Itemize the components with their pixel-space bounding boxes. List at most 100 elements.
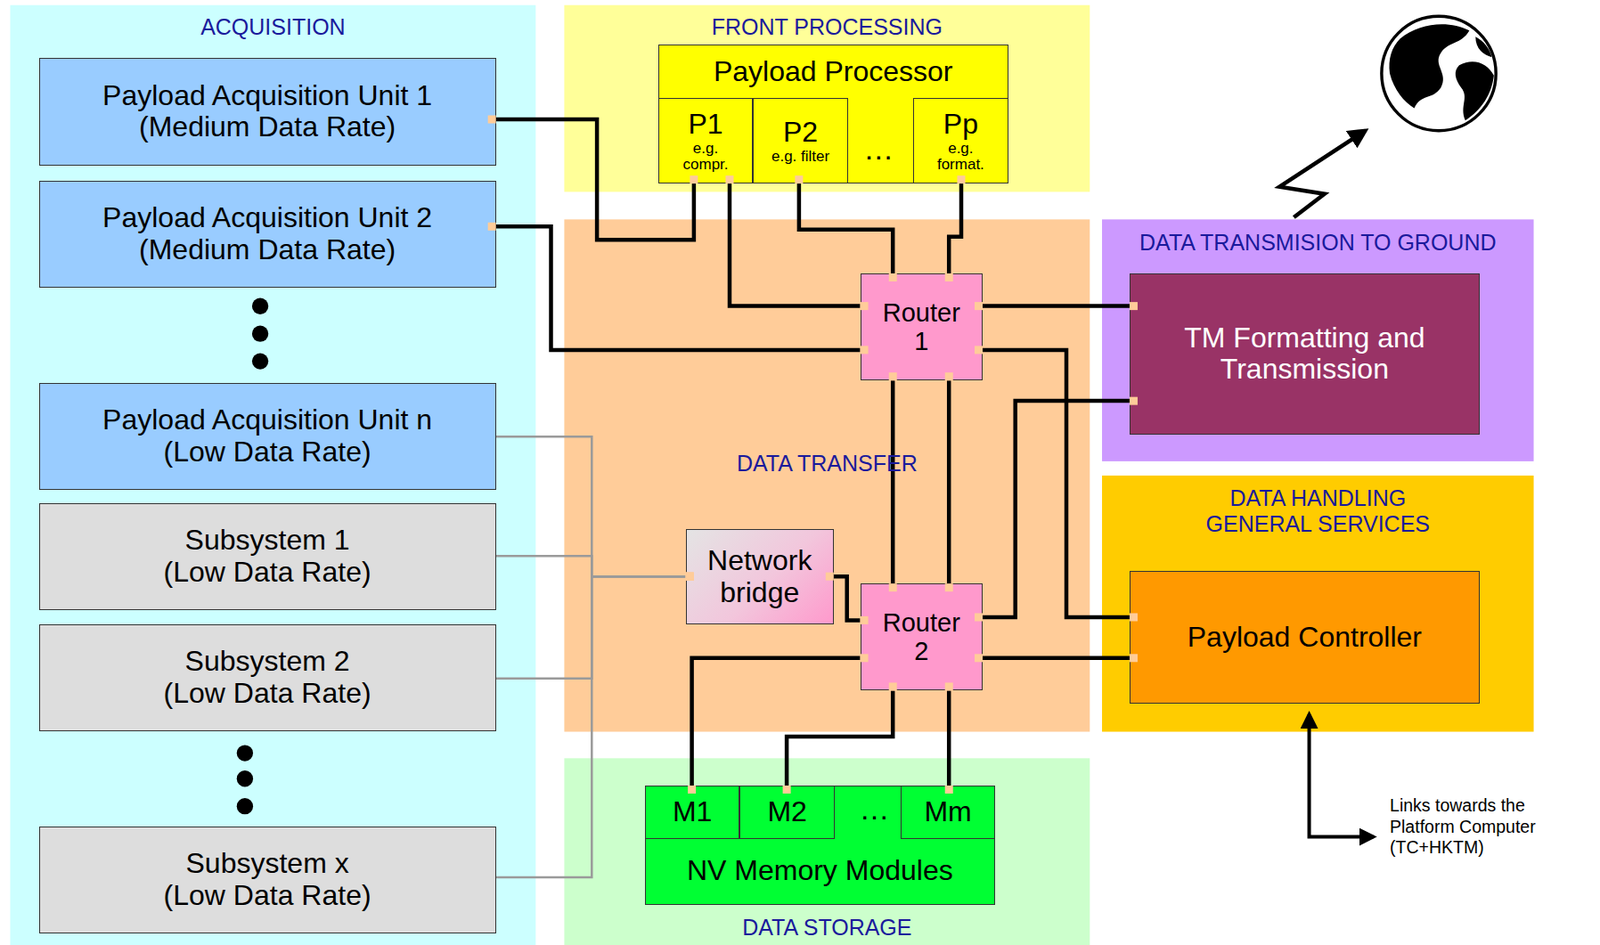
region-band: DATA STORAGE NV Memory Modules M1 M2 Mm — [563, 758, 1090, 945]
port-square — [956, 175, 965, 184]
router-box: Router 2 — [860, 583, 983, 691]
node-label: Router 1 — [874, 298, 969, 357]
title-area: Payload Processor — [659, 45, 1008, 99]
band-ground — [563, 758, 1090, 945]
tm-box: TM Formatting and Transmission — [1129, 273, 1480, 435]
node-sublabel: (Medium Data Rate) — [138, 111, 396, 144]
node-sublabel: (Low Data Rate) — [163, 677, 372, 711]
port-square — [1129, 653, 1138, 662]
port-square — [945, 785, 954, 794]
node-sublabel: (Low Data Rate) — [163, 556, 372, 589]
node-sublabel: (Low Data Rate) — [163, 880, 372, 913]
subsystem-box: Subsystem x(Low Data Rate) — [39, 826, 497, 934]
node-label: Payload Acquisition Unit 1 — [102, 80, 433, 113]
connector — [982, 350, 1130, 618]
band-ground — [563, 219, 1090, 732]
processor-cell: Ppe.g. format. — [913, 97, 1009, 184]
port-square — [860, 302, 869, 311]
band-title: DATA TRANSFER — [563, 450, 1090, 477]
connector — [948, 183, 962, 274]
port-square — [687, 785, 696, 794]
subsystem-box: Subsystem 2(Low Data Rate) — [39, 624, 497, 732]
band-title: FRONT PROCESSING — [563, 14, 1090, 41]
port-square — [685, 572, 694, 581]
band-title: DATA HANDLING GENERAL SERVICES — [1183, 485, 1452, 538]
processor-box: Payload ProcessorP1e.g. compr.P2e.g. fil… — [658, 44, 1009, 184]
memory-cell: M1 — [644, 785, 741, 840]
port-square — [974, 302, 983, 311]
port-square — [974, 612, 983, 621]
port-square — [689, 175, 698, 184]
connector — [496, 226, 861, 351]
region-band: DATA HANDLING GENERAL SERVICES Payload Co… — [1102, 475, 1535, 732]
region-band: DATA TRANSMISION TO GROUND TM Formatting … — [1102, 219, 1535, 461]
port-square — [1129, 612, 1138, 621]
connector — [982, 400, 1130, 618]
node-label: TM Formatting and Transmission — [1134, 322, 1476, 387]
port-square — [860, 653, 869, 662]
port-square — [725, 175, 734, 184]
node-label: Network bridge — [690, 545, 830, 610]
acquisition-unit: Payload Acquisition Unit 2(Medium Data R… — [39, 180, 497, 288]
port-square — [783, 785, 792, 794]
downlink-arrow — [1279, 130, 1365, 218]
ellipsis-text: … — [848, 791, 900, 828]
port-square — [825, 572, 834, 581]
connector — [833, 576, 861, 621]
node-label: P1 — [687, 108, 723, 141]
band-ground — [1102, 219, 1535, 462]
node-label: P2 — [783, 116, 818, 149]
port-square — [889, 273, 898, 282]
platform-link-arrow — [1309, 714, 1374, 837]
band-ground — [1102, 475, 1535, 733]
connector — [982, 656, 1130, 662]
band-title: ACQUISITION — [9, 14, 536, 41]
port-square — [1129, 302, 1138, 311]
port-square — [974, 345, 983, 354]
connector — [496, 555, 686, 577]
node-label: Subsystem x — [186, 848, 350, 881]
node-label: Payload Acquisition Unit n — [102, 404, 433, 437]
port-square — [488, 222, 497, 231]
router-box: Router 1 — [860, 273, 983, 381]
subsystem-box: Subsystem 1(Low Data Rate) — [39, 503, 497, 611]
acquisition-unit: Payload Acquisition Unit n(Low Data Rate… — [39, 383, 497, 490]
band-ground — [9, 5, 536, 945]
acquisition-unit: Payload Acquisition Unit 1(Medium Data R… — [39, 57, 497, 165]
port-square — [1129, 397, 1138, 406]
node-sublabel: e.g. compr. — [674, 140, 737, 173]
port-square — [685, 572, 694, 581]
port-square — [889, 583, 898, 592]
memory-cell: M2 — [739, 785, 835, 840]
node-label: Router 2 — [874, 608, 969, 667]
node-label: Payload Acquisition Unit 2 — [102, 202, 433, 235]
port-square — [945, 372, 954, 381]
connector — [786, 690, 893, 786]
port-square — [945, 682, 954, 691]
node-label: Pp — [943, 108, 979, 141]
ellipsis-text: … — [853, 130, 905, 168]
memory-cell: Mm — [900, 785, 995, 840]
node-label: Mm — [923, 796, 972, 829]
port-square — [488, 115, 497, 124]
bridge-box: Network bridge — [685, 529, 834, 625]
band-title: DATA TRANSMISION TO GROUND — [1102, 229, 1535, 256]
region-band: ACQUISITIONPayload Acquisition Unit 1(Me… — [9, 5, 536, 945]
node-sublabel: e.g. filter — [771, 148, 830, 165]
node-title: NV Memory Modules — [686, 855, 954, 888]
note-text: Links towards the Platform Computer (TC+… — [1389, 795, 1564, 858]
node-sublabel: (Low Data Rate) — [163, 436, 372, 469]
connector — [946, 380, 952, 584]
globe-icon — [1381, 16, 1496, 131]
region-band: DATA TRANSFER Router 1 Network bridgeRoute… — [563, 219, 1090, 732]
port-square — [794, 175, 803, 184]
node-label: M1 — [672, 796, 712, 829]
band-ground — [563, 5, 1090, 193]
node-sublabel: (Medium Data Rate) — [138, 234, 396, 267]
processor-cell: P1e.g. compr. — [658, 97, 754, 184]
node-label: Payload Controller — [1187, 621, 1422, 654]
band-title: DATA STORAGE — [563, 914, 1090, 941]
port-square — [889, 682, 898, 691]
